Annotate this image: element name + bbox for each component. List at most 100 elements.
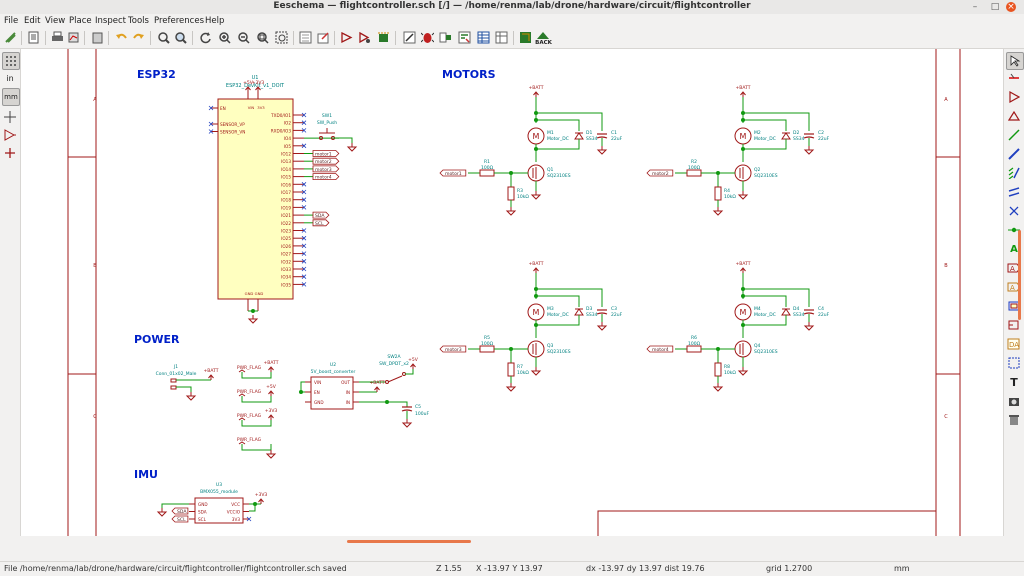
find-icon[interactable] [156, 30, 171, 45]
minimize-icon[interactable]: – [972, 2, 978, 12]
add-image-icon[interactable] [1006, 393, 1022, 409]
wire [249, 504, 256, 512]
grid-toggle-icon[interactable] [2, 52, 20, 70]
menu-place[interactable]: Place [69, 16, 92, 26]
hidden-pins-icon[interactable] [2, 127, 18, 143]
add-power-icon[interactable] [1006, 108, 1022, 124]
esp32-right-pin-label: IO23 [281, 229, 291, 234]
c5-value: 100uF [415, 411, 429, 417]
menu-help[interactable]: Help [205, 16, 225, 26]
find-replace-icon[interactable] [173, 30, 188, 45]
esp32-right-pin-label: IO4 [284, 136, 292, 141]
no-connect [301, 266, 307, 272]
units-inch-button[interactable]: in [6, 73, 14, 83]
gate-res-3-ref: R5 [484, 335, 490, 341]
delete-tool-icon[interactable] [1006, 412, 1022, 428]
power-arrow [740, 267, 746, 272]
netlist-icon[interactable] [457, 30, 472, 45]
print-icon[interactable] [50, 30, 65, 45]
menu-file[interactable]: File [4, 16, 19, 26]
net-label-icon[interactable]: A [1010, 243, 1018, 255]
imu-right-pin-label: VCCIO [227, 510, 241, 515]
plot-icon[interactable] [66, 30, 81, 45]
conv-right-pin-label: IN [346, 390, 350, 395]
zoom-fit-icon[interactable] [255, 30, 270, 45]
esp32-net-label-shape [312, 150, 340, 157]
pulldown-res-3-value: 10kΩ [517, 370, 529, 376]
pcbnew-icon[interactable] [518, 30, 533, 45]
motor-2-net-label-shape [646, 169, 674, 177]
footprint-editor-icon[interactable] [376, 30, 391, 45]
paste-icon[interactable] [90, 30, 105, 45]
edit-fields-icon[interactable] [494, 30, 509, 45]
add-wire-icon[interactable] [1006, 127, 1022, 143]
zoom-out-icon[interactable] [236, 30, 251, 45]
symbol-browser-icon[interactable] [357, 30, 372, 45]
heading-motors: MOTORS [442, 68, 496, 81]
zoom-selection-icon[interactable] [274, 30, 289, 45]
esp32-right-pin-label: IO12 [281, 152, 291, 157]
maximize-icon[interactable]: □ [990, 2, 1000, 12]
conv-value: 5V_boost_converter [311, 369, 356, 375]
horizontal-scrollbar[interactable] [21, 536, 1003, 548]
vertical-scroll-thumb[interactable] [1018, 230, 1021, 320]
zoom-in-icon[interactable] [217, 30, 232, 45]
highlight-net-icon[interactable] [1006, 70, 1022, 86]
hv-wires-icon[interactable] [2, 145, 18, 161]
symbol-editor-icon[interactable] [339, 30, 354, 45]
title-bar: Eeschema — flightcontroller.sch [/] — /h… [0, 0, 1024, 15]
add-symbol-icon[interactable] [1006, 89, 1022, 105]
add-bus-icon[interactable] [1006, 146, 1022, 162]
graphic-line-icon[interactable] [1006, 355, 1022, 371]
menu-view[interactable]: View [45, 16, 66, 26]
horizontal-scroll-thumb[interactable] [347, 540, 471, 543]
assign-footprints-icon[interactable] [438, 30, 453, 45]
motor-1-net-label: motor1 [445, 171, 462, 177]
status-grid: grid 1.2700 [766, 564, 813, 573]
undo-icon[interactable] [114, 30, 129, 45]
hierarchy-navigator-icon[interactable] [298, 30, 313, 45]
menu-preferences[interactable]: Preferences [154, 16, 204, 26]
redo-icon[interactable] [131, 30, 146, 45]
power-label: +BATT [528, 85, 543, 91]
no-connect-icon[interactable] [1006, 203, 1022, 219]
pwr-flag-symbol [238, 393, 246, 397]
pulldown-res-2-ref: R4 [724, 188, 730, 194]
bus-entry-icon[interactable] [1006, 184, 1022, 200]
leave-sheet-icon[interactable] [316, 30, 331, 45]
menu-tools[interactable]: Tools [128, 16, 149, 26]
annotate-icon[interactable] [402, 30, 417, 45]
motor-2-net-label: motor2 [652, 171, 669, 177]
sw1-ref: SW1 [322, 113, 332, 119]
wire [743, 119, 787, 131]
select-tool-icon[interactable] [1006, 52, 1024, 70]
sheet-pin-icon[interactable]: DA [1006, 336, 1022, 352]
esp32-right-pin-label: IO17 [281, 190, 291, 195]
units-mm-button[interactable]: mm [2, 88, 20, 106]
conn-ref: J1 [173, 364, 178, 370]
sheet-icon[interactable] [26, 30, 41, 45]
import-sheet-pin-icon[interactable] [1006, 317, 1022, 333]
menu-inspect[interactable]: Inspect [95, 16, 126, 26]
power-arrow [740, 91, 746, 96]
schematic-setup-icon[interactable] [3, 30, 18, 45]
erc-icon[interactable] [420, 30, 435, 45]
power-label: +BATT [369, 380, 384, 386]
gnd-symbol [737, 370, 749, 376]
junction [299, 390, 303, 394]
bom-icon[interactable] [476, 30, 491, 45]
esp32-left-pin-label: EN [220, 106, 226, 111]
refresh-icon[interactable] [198, 30, 213, 45]
back-annotate-button[interactable]: BACK [535, 29, 552, 47]
esp32-net-label-shape [312, 211, 330, 219]
close-icon[interactable]: × [1006, 2, 1016, 12]
wire-entry-icon[interactable] [1006, 165, 1022, 181]
motor-1-m: M [533, 132, 540, 141]
cursor-shape-icon[interactable] [2, 109, 18, 125]
menu-edit[interactable]: Edit [24, 16, 41, 26]
imu-ref: U3 [216, 482, 222, 488]
power-label: +5V [408, 357, 419, 363]
add-text-icon[interactable]: T [1010, 375, 1018, 389]
